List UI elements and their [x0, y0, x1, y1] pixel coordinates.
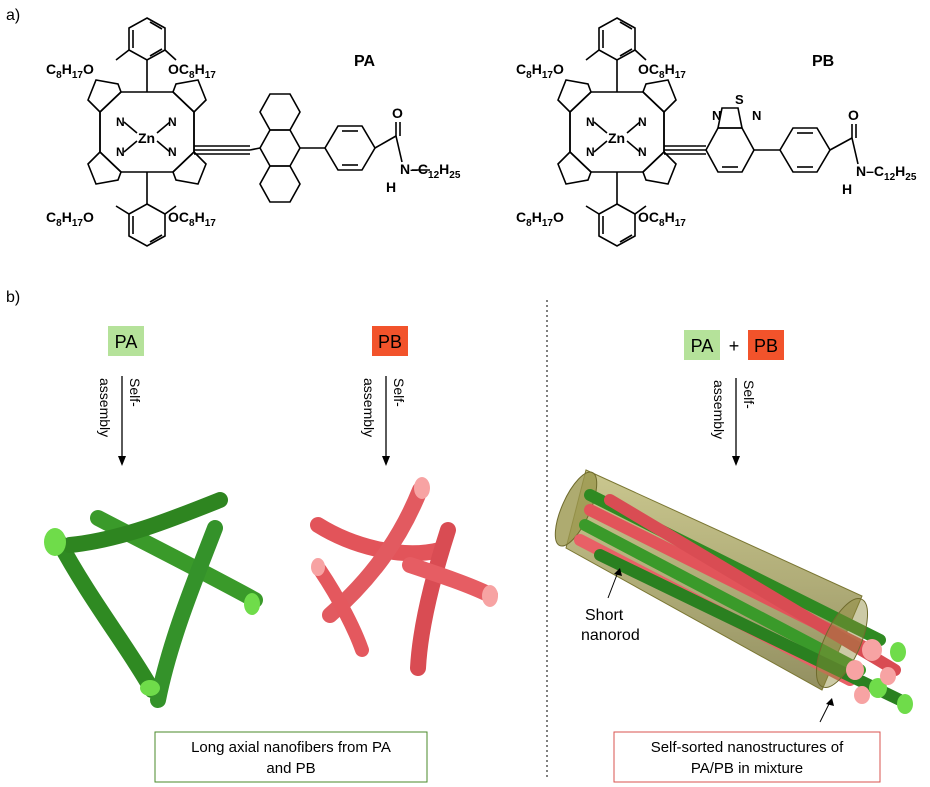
- nanorod-pointer-1: [607, 571, 619, 599]
- pa-arrow-label-self: Self-: [127, 378, 143, 407]
- pa-zinc-label: Zn: [138, 130, 155, 146]
- mix-arrow-label-self: Self-: [741, 380, 757, 409]
- pa-n-label-4: N: [168, 145, 177, 159]
- pb-molecule-name: PB: [812, 53, 834, 70]
- pb-n-label-2: N: [638, 115, 647, 129]
- caption-right-line1: Self-sorted nanostructures of: [651, 739, 844, 756]
- pa-badge-label: PA: [115, 332, 138, 352]
- pb-assembly-arrow: Self- assembly: [361, 376, 407, 466]
- pb-thiadiazole-n1: N: [712, 108, 721, 123]
- nanorod-cap-green-3: [897, 694, 913, 714]
- pb-thiadiazole-s: S: [735, 92, 744, 107]
- red-fiber-cap-1: [414, 477, 430, 499]
- molecule-pb-labels: PB C8H17O OC8H17 C8H17O OC8H17 Zn N N N …: [516, 53, 917, 229]
- pb-nanofibers: [310, 477, 498, 676]
- red-fiber-1: [310, 517, 448, 562]
- pb-thiadiazole-n2: N: [752, 108, 761, 123]
- pa-nanofibers: [44, 492, 263, 708]
- green-fiber-4: [150, 520, 223, 708]
- pa-substituent-bl: C8H17O: [46, 209, 94, 229]
- nanorod-inner-red-3: [604, 494, 901, 676]
- pa-assembly-arrow: Self- assembly: [97, 376, 143, 466]
- pa-badge-box: [108, 326, 144, 356]
- green-fiber-cap-3: [140, 680, 160, 696]
- molecule-pa-labels: PA C8H17O OC8H17 C8H17O OC8H17 Zn N N N …: [46, 53, 461, 229]
- pa-n-label-1: N: [116, 115, 125, 129]
- pb-arrow-label-self: Self-: [391, 378, 407, 407]
- pb-substituent-bl: C8H17O: [516, 209, 564, 229]
- red-fiber-4: [313, 563, 369, 657]
- nanorod-cap-green-2: [869, 678, 887, 698]
- pb-benzothiadiazole-ring: [705, 127, 755, 173]
- red-fiber-cap-3: [311, 558, 325, 576]
- nanorod-pointer-2: [819, 701, 831, 723]
- molecule-pa-structure: [87, 17, 430, 247]
- pb-substituent-tr: OC8H17: [638, 61, 686, 81]
- caption-left-box: [154, 731, 428, 783]
- red-fiber-5: [402, 557, 498, 603]
- pb-amide-n: N–C12H25: [856, 163, 917, 183]
- pa-anthracene-core: [259, 129, 301, 167]
- pb-arrow-label-assembly: assembly: [361, 378, 377, 437]
- green-fiber-2: [90, 510, 263, 608]
- pa-molecule-name: PA: [354, 53, 375, 70]
- nanorod-label-nanorod: nanorod: [581, 627, 640, 644]
- nanorod-cap-red-3: [880, 667, 896, 685]
- mix-pb-badge-box: [748, 330, 784, 360]
- pb-phenyl-ring: [779, 127, 831, 173]
- pa-amide-h: H: [386, 179, 396, 195]
- pb-top-aryl-ring: [598, 17, 636, 61]
- pb-substituent-br: OC8H17: [638, 209, 686, 229]
- mix-arrow-label-assembly: assembly: [711, 380, 727, 439]
- nanorod-label-short: Short: [585, 607, 624, 624]
- pb-n-label-4: N: [638, 145, 647, 159]
- mix-pb-badge-label: PB: [754, 336, 778, 356]
- pb-n-label-3: N: [586, 145, 595, 159]
- pa-substituent-tr: OC8H17: [168, 61, 216, 81]
- caption-left-line1: Long axial nanofibers from PA: [191, 739, 391, 756]
- mix-plus-sign: +: [729, 336, 740, 356]
- pa-n-label-2: N: [168, 115, 177, 129]
- pa-top-aryl-ring: [128, 17, 166, 61]
- nanorod-shell-front-cap: [815, 598, 869, 688]
- mix-pa-badge-label: PA: [691, 336, 714, 356]
- short-nanorod: [554, 469, 913, 714]
- red-fiber-3: [410, 522, 456, 676]
- pb-substituent-tl: C8H17O: [516, 61, 564, 81]
- nanorod-cap-green-1: [890, 642, 906, 662]
- nanorod-inner-green-2: [579, 519, 866, 676]
- caption-right-box: [613, 731, 881, 783]
- caption-left-line2: and PB: [266, 760, 315, 777]
- pb-carbonyl-o: O: [848, 107, 859, 123]
- nanorod-cap-red-2: [846, 660, 864, 680]
- pb-bottom-aryl-ring: [598, 203, 636, 247]
- caption-right-line2: PA/PB in mixture: [691, 760, 803, 777]
- pa-amide-n: N–C12H25: [400, 161, 461, 181]
- mix-pa-badge-box: [684, 330, 720, 360]
- pa-n-label-3: N: [116, 145, 125, 159]
- mix-assembly-arrow: Self- assembly: [711, 378, 757, 466]
- pb-zinc-label: Zn: [608, 130, 625, 146]
- molecule-pb-structure: [557, 17, 859, 247]
- pa-arrow-label-assembly: assembly: [97, 378, 113, 437]
- green-fiber-cap-2: [244, 593, 260, 615]
- green-fiber-cap-1: [44, 528, 66, 556]
- nanorod-cap-red-1: [862, 639, 882, 661]
- green-fiber-1: [50, 532, 160, 698]
- pa-phenyl-ring: [324, 125, 376, 171]
- pb-n-label-1: N: [586, 115, 595, 129]
- red-fiber-cap-2: [482, 585, 498, 607]
- pb-amide-h: H: [842, 181, 852, 197]
- panel-a-label: a): [6, 7, 20, 24]
- nanorod-cap-red-4: [854, 686, 870, 704]
- pb-badge-label: PB: [378, 332, 402, 352]
- pa-bottom-aryl-ring: [128, 203, 166, 247]
- green-fiber-3: [62, 492, 228, 553]
- pa-carbonyl-o: O: [392, 105, 403, 121]
- pb-badge-box: [372, 326, 408, 356]
- panel-b-label: b): [6, 289, 20, 306]
- pa-substituent-tl: C8H17O: [46, 61, 94, 81]
- pa-substituent-br: OC8H17: [168, 209, 216, 229]
